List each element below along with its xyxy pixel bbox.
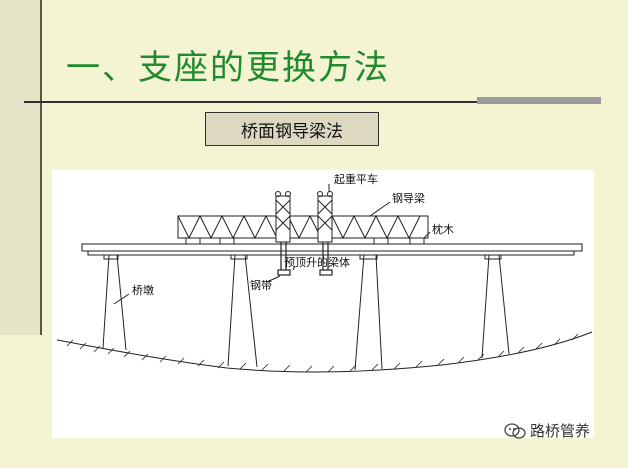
leader-pier bbox=[113, 293, 130, 305]
steel-belts bbox=[277, 242, 333, 276]
leader-beam-to-lift bbox=[292, 265, 296, 271]
label-steel-guide-beam: 钢导梁 bbox=[392, 191, 425, 205]
label-beam-to-lift: 预顶升的梁体 bbox=[284, 255, 350, 269]
ground-line bbox=[56, 331, 593, 373]
crane-car-left bbox=[275, 191, 291, 243]
leader-sleeper bbox=[423, 231, 431, 239]
left-accent-band bbox=[0, 0, 42, 335]
pier-4 bbox=[481, 254, 510, 359]
title-accent-bar bbox=[477, 97, 601, 104]
watermark-text: 路桥管养 bbox=[530, 422, 591, 440]
crane-car-right bbox=[317, 191, 333, 243]
title-underline bbox=[24, 101, 479, 103]
bridge-diagram: 起重平车 钢导梁 枕木 桥墩 钢带 预顶升的梁体 bbox=[52, 170, 594, 438]
bridge-deck bbox=[81, 243, 583, 256]
label-steel-belt: 钢带 bbox=[250, 279, 272, 292]
watermark: 路桥管养 bbox=[504, 420, 590, 441]
bridge-diagram-svg: 起重平车 钢导梁 枕木 桥墩 钢带 预顶升的梁体 bbox=[56, 172, 593, 373]
slide-title: 一、支座的更换方法 bbox=[66, 48, 390, 88]
leader-steel-belt bbox=[266, 275, 281, 283]
pier-2 bbox=[227, 254, 258, 368]
sleeper-blocks bbox=[185, 237, 425, 245]
label-pier: 桥墩 bbox=[132, 283, 154, 297]
label-sleeper: 枕木 bbox=[432, 222, 454, 236]
method-label: 桥面钢导梁法 bbox=[241, 121, 343, 142]
leader-guide-beam bbox=[369, 201, 391, 217]
pier-1 bbox=[102, 254, 127, 351]
label-crane: 起重平车 bbox=[334, 172, 378, 186]
steel-guide-beam-truss bbox=[177, 214, 429, 240]
ground-hatching bbox=[66, 333, 579, 373]
wechat-icon bbox=[504, 422, 526, 439]
method-label-box: 桥面钢导梁法 bbox=[205, 112, 379, 146]
pier-3 bbox=[354, 254, 383, 371]
